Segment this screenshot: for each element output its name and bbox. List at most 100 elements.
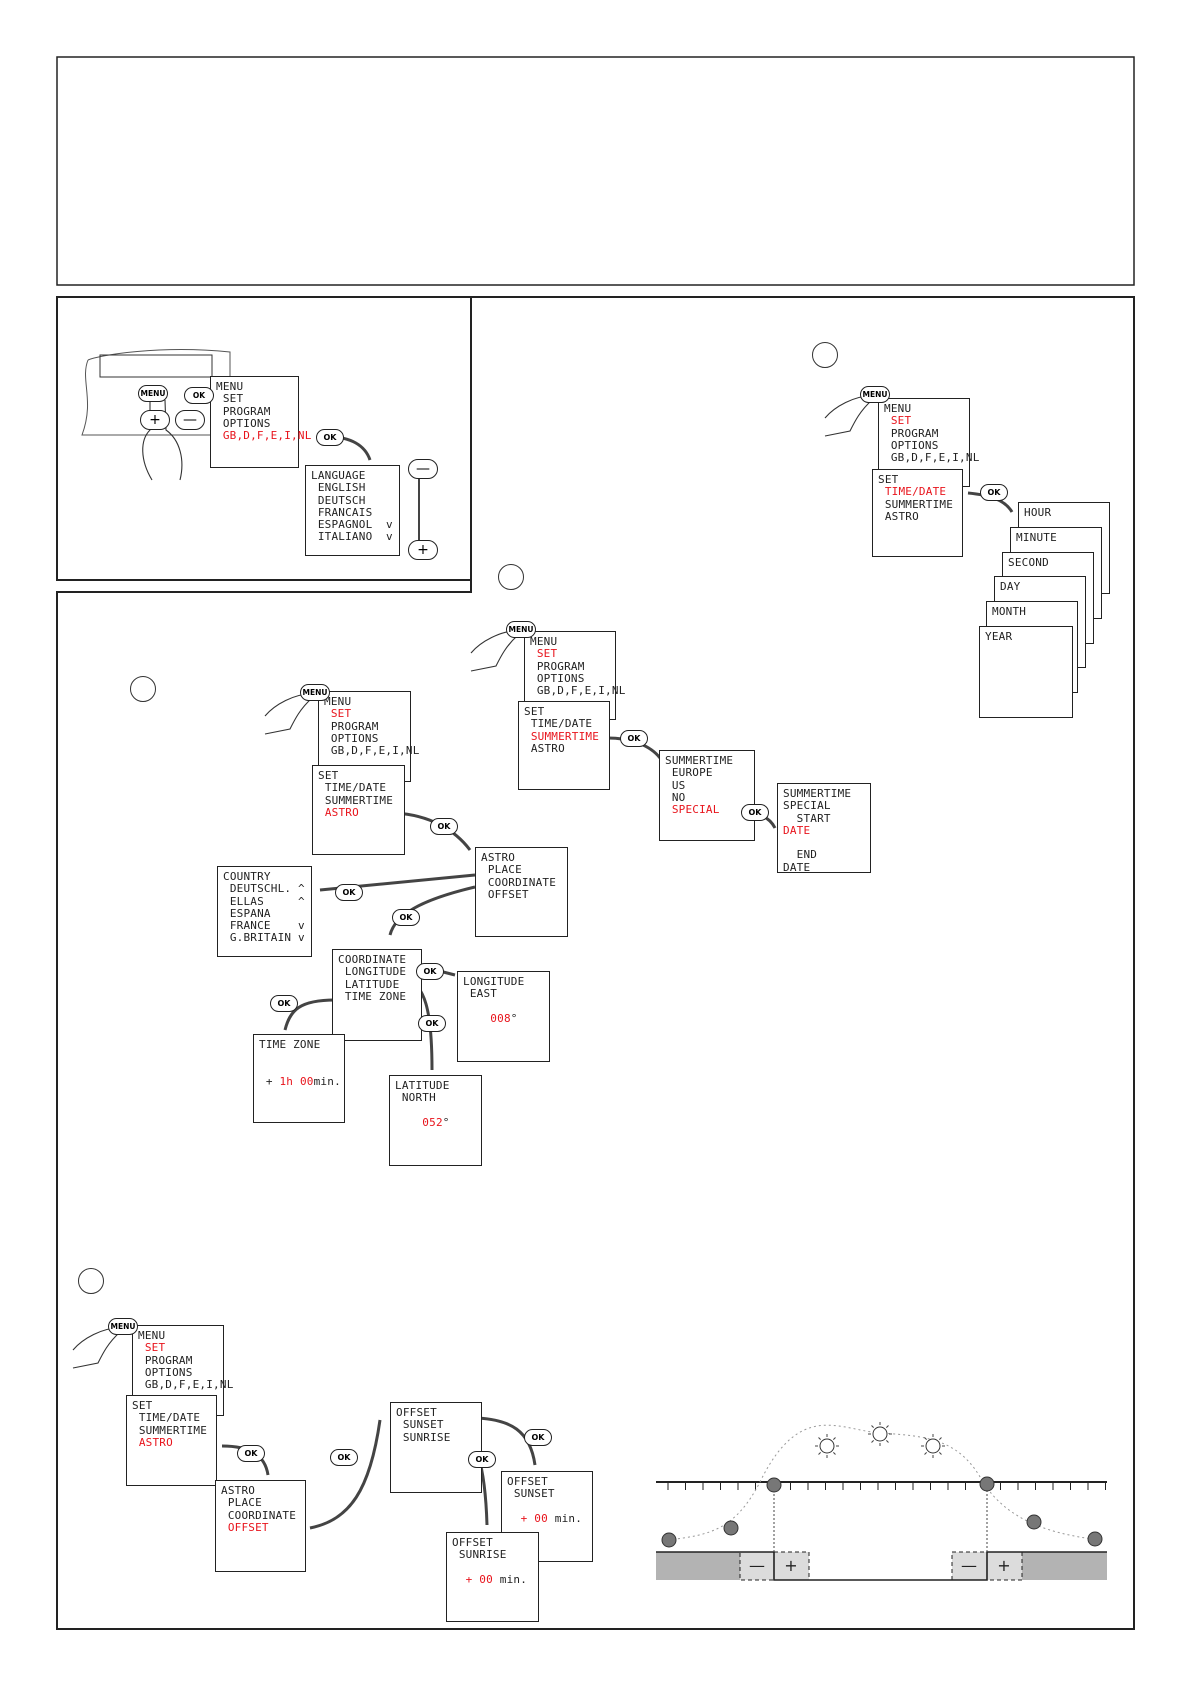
screen-line: LONGITUDE bbox=[463, 975, 545, 988]
menu-button[interactable]: MENU bbox=[138, 385, 168, 402]
sun-icon bbox=[925, 1438, 941, 1454]
highlighted-text: SET bbox=[884, 414, 912, 428]
screen-text: DATE bbox=[783, 860, 811, 874]
screen-line: OPTIONS bbox=[884, 439, 965, 452]
screen-text: DEUTSCH bbox=[311, 493, 366, 507]
screen-line: SUMMERTIME bbox=[665, 754, 750, 767]
sun-icon bbox=[872, 1426, 888, 1442]
ok-button[interactable]: OK bbox=[270, 995, 298, 1012]
screen-line: DEUTSCH bbox=[311, 493, 395, 507]
menu-button[interactable]: MENU bbox=[300, 684, 330, 701]
screen-text: EAST bbox=[463, 987, 498, 1001]
screen-line: EAST bbox=[463, 988, 545, 1000]
scroll-up-minus-button[interactable]: — bbox=[408, 459, 438, 479]
screen-text: TIME ZONE bbox=[259, 1038, 321, 1051]
device-plus-button[interactable]: + bbox=[140, 410, 170, 430]
device-minus-button[interactable]: — bbox=[175, 410, 205, 430]
screen-line: 008° bbox=[463, 1012, 545, 1025]
screen-text: TIME ZONE bbox=[338, 989, 407, 1003]
screen-text: min. bbox=[313, 1074, 341, 1088]
highlighted-text: ASTRO bbox=[132, 1435, 173, 1449]
lcd-screen-country: COUNTRY DEUTSCHL. ^ ELLAS ^ ESPANA FRANC… bbox=[217, 866, 312, 957]
scroll-down-plus-button[interactable]: + bbox=[408, 540, 438, 560]
ok-button[interactable]: OK bbox=[416, 963, 444, 980]
lcd-screen-longitude: LONGITUDE EAST 008° bbox=[457, 971, 550, 1062]
sun-ray bbox=[924, 1437, 927, 1440]
moon-icon bbox=[723, 1520, 739, 1536]
screen-line: EUROPE bbox=[665, 767, 750, 779]
screen-line: LATITUDE bbox=[338, 978, 417, 991]
highlighted-text: 00 bbox=[299, 1074, 314, 1088]
screen-line: GB,D,F,E,I,NL bbox=[216, 430, 312, 442]
screen-text: SUMMERTIME bbox=[665, 754, 734, 767]
screen-line: HOUR bbox=[1024, 506, 1105, 519]
screen-text: SECOND bbox=[1008, 556, 1049, 569]
screen-line: SUNRISE bbox=[452, 1549, 534, 1561]
screen-line: + 1h 00min. bbox=[259, 1074, 341, 1088]
menu-button[interactable]: MENU bbox=[860, 386, 890, 403]
screen-line bbox=[259, 1051, 340, 1063]
screen-text: SUNSET bbox=[396, 1418, 444, 1432]
screen-line: SPECIAL bbox=[783, 800, 866, 812]
screen-text: SUMMERTIME bbox=[318, 793, 394, 807]
screen-text: END bbox=[783, 848, 818, 862]
sun-ray bbox=[818, 1437, 821, 1440]
screen-text: COORDINATE bbox=[481, 875, 557, 889]
screen-line: SUNSET bbox=[507, 1488, 588, 1500]
screen-text: LONGITUDE bbox=[463, 975, 525, 988]
screen-text: ITALIANO v bbox=[311, 530, 393, 544]
menu-button[interactable]: MENU bbox=[506, 621, 536, 638]
screen-line: PLACE bbox=[221, 1497, 301, 1509]
screen-line: OPTIONS bbox=[324, 732, 406, 745]
minus-sign: — bbox=[961, 1556, 977, 1575]
ok-button[interactable]: OK bbox=[316, 429, 344, 446]
ok-button[interactable]: OK bbox=[330, 1449, 358, 1466]
screen-text: DAY bbox=[1000, 580, 1021, 593]
ok-button[interactable]: OK bbox=[418, 1015, 446, 1032]
screen-line: NO bbox=[665, 791, 750, 804]
highlighted-text: OFFSET bbox=[221, 1520, 269, 1534]
ok-button[interactable]: OK bbox=[430, 818, 458, 835]
menu-button[interactable]: MENU bbox=[108, 1318, 138, 1335]
screen-text bbox=[463, 1012, 490, 1025]
sun-ray bbox=[939, 1437, 942, 1440]
ok-button[interactable]: OK bbox=[237, 1445, 265, 1462]
screen-line: LONGITUDE bbox=[338, 966, 417, 978]
screen-text: ° bbox=[442, 1115, 450, 1129]
screen-line: GB,D,F,E,I,NL bbox=[884, 452, 980, 464]
screen-text: PROGRAM bbox=[884, 426, 939, 440]
sun-ray bbox=[871, 1440, 874, 1443]
ok-button[interactable]: OK bbox=[335, 884, 363, 901]
screen-text: SET bbox=[216, 392, 244, 406]
ok-button[interactable]: OK bbox=[392, 909, 420, 926]
screen-line: SET bbox=[318, 769, 400, 782]
screen-text: PROGRAM bbox=[530, 659, 585, 673]
screen-text: COORDINATE bbox=[221, 1508, 297, 1522]
ok-button[interactable]: OK bbox=[620, 730, 648, 747]
screen-line: + 00 min. bbox=[507, 1512, 588, 1525]
highlighted-text: DATE bbox=[783, 823, 811, 837]
ok-button[interactable]: OK bbox=[468, 1451, 496, 1468]
screen-text: GB,D,F,E,I,NL bbox=[530, 684, 626, 698]
screen-text: EUROPE bbox=[665, 766, 713, 780]
ok-button[interactable]: OK bbox=[741, 804, 769, 821]
screen-text: ASTRO bbox=[481, 851, 516, 864]
screen-text: MENU bbox=[324, 695, 352, 708]
screen-text: ESPANA bbox=[223, 906, 271, 920]
screen-text: ELLAS ^ bbox=[223, 894, 305, 908]
screen-line: OPTIONS bbox=[216, 417, 294, 430]
device-ok-button[interactable]: OK bbox=[184, 387, 214, 404]
screen-line: OFFSET bbox=[507, 1475, 588, 1488]
ok-button[interactable]: OK bbox=[524, 1429, 552, 1446]
step-marker bbox=[78, 1268, 104, 1294]
ok-button[interactable]: OK bbox=[980, 484, 1008, 501]
highlighted-text: + 00 bbox=[465, 1572, 493, 1586]
screen-line: ASTRO bbox=[132, 1435, 212, 1449]
screen-text: LANGUAGE bbox=[311, 469, 366, 482]
screen-line: PLACE bbox=[481, 864, 563, 876]
screen-line: SET bbox=[324, 708, 406, 720]
lcd-screen-b-set: SET TIME/DATE SUMMERTIME ASTRO bbox=[518, 701, 610, 790]
screen-text: OFFSET bbox=[452, 1536, 493, 1549]
screen-text: SET bbox=[878, 473, 899, 486]
lcd-screen-off-sunrise: OFFSET SUNRISE + 00 min. bbox=[446, 1532, 539, 1622]
